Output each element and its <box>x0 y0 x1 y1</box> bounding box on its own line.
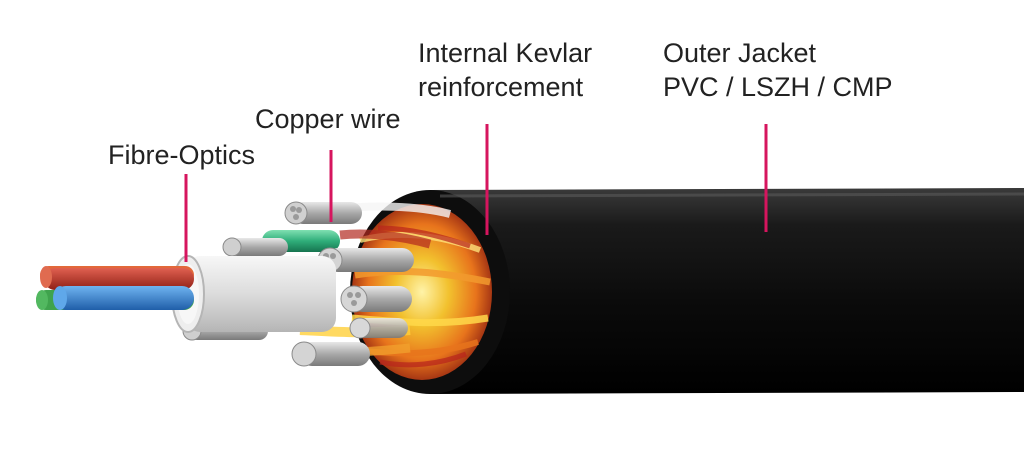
leader-lines <box>184 124 768 262</box>
label-kevlar-line1: Internal Kevlar <box>418 38 593 68</box>
loose-tube <box>171 255 336 333</box>
label-kevlar-line2: reinforcement <box>418 72 584 102</box>
label-fibre-optics: Fibre-Optics <box>108 140 256 170</box>
label-jacket-line1: Outer Jacket <box>663 38 817 68</box>
copper-wire-conductors <box>182 201 414 367</box>
optical-fibres <box>36 266 194 310</box>
label-copper-wire: Copper wire <box>255 104 401 134</box>
label-jacket-line2: PVC / LSZH / CMP <box>663 72 893 102</box>
